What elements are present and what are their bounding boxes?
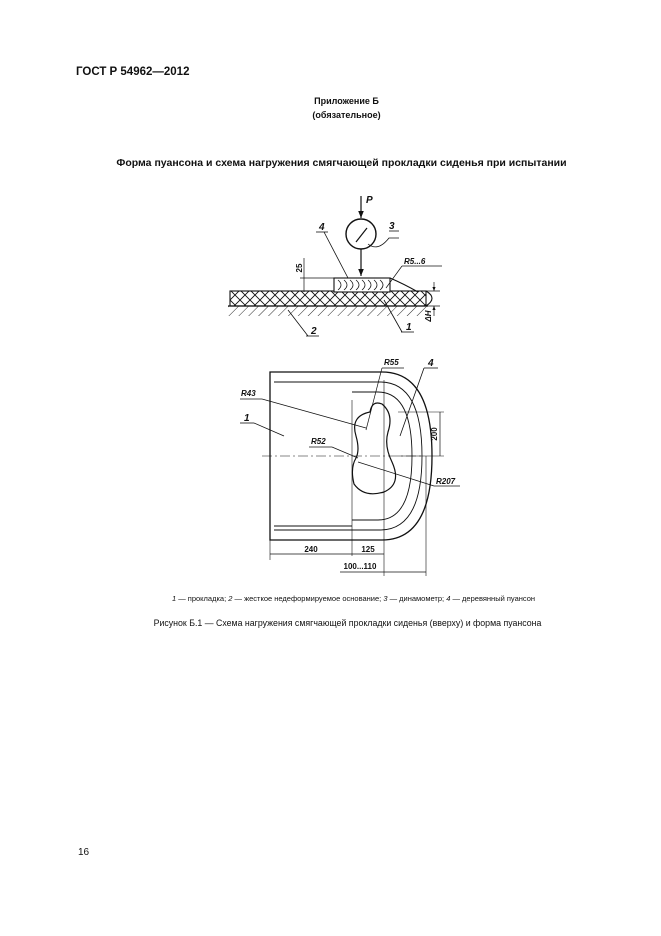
callout-1-top: 1 (406, 322, 412, 333)
loading-scheme: P 3 4 25 R5...6 (228, 195, 442, 337)
rigid-base (228, 306, 428, 316)
dynamometer (345, 218, 377, 250)
annex-status: (обязательное) (312, 110, 381, 120)
figure-legend: 1 — прокладка; 2 — жесткое недеформируем… (0, 594, 661, 603)
force-label: P (366, 195, 373, 206)
dim-200: 200 (430, 427, 439, 441)
radius-r43: R43 (241, 389, 256, 398)
callout-4-bottom: 4 (427, 358, 434, 369)
radius-r55: R55 (384, 358, 399, 367)
figure-caption: Рисунок Б.1 — Схема нагружения смягчающе… (153, 618, 542, 628)
legend-text-1: — прокладка; (176, 594, 229, 603)
standard-header: ГОСТ Р 54962—2012 (76, 66, 190, 78)
page-number: 16 (78, 847, 90, 858)
dim-delta-h: ΔH (424, 310, 433, 322)
callout-3: 3 (389, 221, 395, 232)
callout-1-bottom: 1 (244, 413, 250, 424)
radius-r207: R207 (436, 477, 456, 486)
dim-100-110: 100...110 (344, 562, 377, 571)
section-title: Форма пуансона и схема нагружения смягча… (116, 157, 567, 169)
punch-cutout (351, 402, 397, 495)
dim-radius-5-6: R5...6 (404, 257, 426, 266)
callout-2: 2 (310, 326, 317, 337)
annex-title: Приложение Б (314, 96, 379, 106)
dim-125: 125 (361, 545, 375, 554)
legend-num-4: 4 (446, 594, 451, 603)
legend-num-2: 2 (228, 594, 233, 603)
punch-shape: R43 R55 R52 R207 1 4 (240, 358, 460, 576)
callout-4-top: 4 (318, 222, 325, 233)
legend-num-3: 3 (383, 594, 388, 603)
dim-240: 240 (304, 545, 318, 554)
dim-height-25: 25 (295, 263, 304, 272)
legend-text-4: — деревянный пуансон (450, 594, 536, 603)
legend-text-2: — жесткое недеформируемое основание; (232, 594, 384, 603)
radius-r52: R52 (311, 437, 326, 446)
legend-num-1: 1 (171, 594, 177, 603)
seat-pad (229, 290, 427, 307)
legend-text-3: — динамометр; (387, 594, 447, 603)
